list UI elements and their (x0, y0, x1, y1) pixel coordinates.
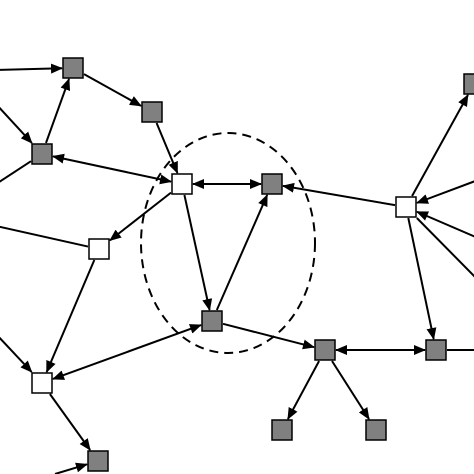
edge-ext-right-5-n3 (0, 160, 32, 183)
edge-n7-n11 (222, 322, 315, 350)
edge-ext-left-1-n1 (0, 63, 63, 74)
edge-ext-left-3-n6 (0, 225, 89, 248)
edge-n7-n8 (52, 324, 202, 380)
edge-n7-n5 (215, 194, 269, 311)
edge-n9-n5 (282, 182, 396, 207)
edge-n3-n1 (45, 78, 71, 144)
edge-n4-n7 (183, 194, 213, 311)
node-n4 (171, 173, 193, 195)
edge-n6-n8 (45, 259, 96, 373)
edge-n11-n13 (287, 360, 320, 420)
node-n9 (395, 196, 417, 218)
nodes-layer (31, 57, 474, 472)
edge-ext-right-3-n9 (416, 217, 474, 278)
edge-n11-n14 (331, 360, 370, 420)
edge-n8-n15 (49, 393, 91, 451)
edge-n9-n12 (407, 217, 437, 340)
node-n6 (88, 238, 110, 260)
node-n11 (314, 339, 336, 361)
node-n13 (271, 419, 293, 441)
edges-layer (0, 63, 474, 474)
edge-ext-right-1-n9 (416, 180, 474, 204)
node-n10 (463, 73, 474, 95)
node-n2 (141, 101, 163, 123)
edge-ext-right-2-n9 (416, 210, 474, 238)
node-n15 (87, 450, 109, 472)
node-n3 (31, 143, 53, 165)
edge-n3-n4 (52, 153, 172, 185)
edge-n1-n2 (83, 73, 142, 107)
edge-n2-n4 (155, 122, 179, 174)
edge-n9-n10 (411, 94, 469, 197)
edge-ext-left-2-n3 (0, 106, 33, 144)
node-n1 (62, 57, 84, 79)
node-n12 (425, 339, 447, 361)
cluster-ellipse (140, 132, 316, 354)
edge-ext-left-5-n15 (54, 462, 88, 474)
node-n5 (261, 173, 283, 195)
node-n8 (31, 372, 53, 394)
node-n14 (365, 419, 387, 441)
edge-n4-n6 (109, 191, 172, 242)
node-n7 (201, 310, 223, 332)
edge-ext-left-4-n8 (0, 336, 33, 373)
